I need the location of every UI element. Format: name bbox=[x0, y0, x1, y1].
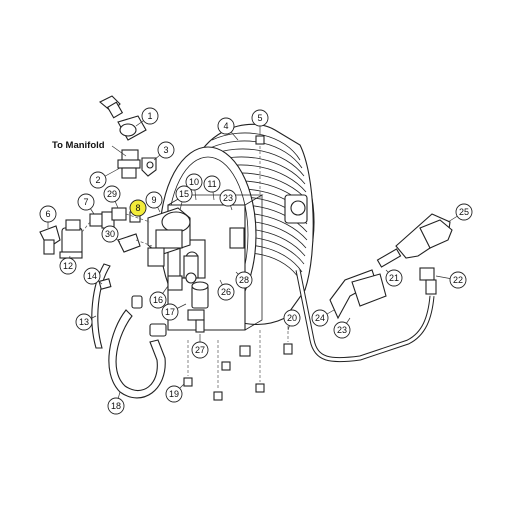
spray-gun-assembly bbox=[295, 213, 453, 363]
outlet-fittings bbox=[167, 275, 209, 333]
svg-text:12: 12 bbox=[63, 261, 73, 271]
svg-text:25: 25 bbox=[459, 207, 469, 217]
callout-19: 19 bbox=[165, 383, 185, 403]
svg-text:7: 7 bbox=[83, 197, 88, 207]
callout-group: 1 2 3 4 5 6 7 8 9 10 11 12 13 14 15 16 1… bbox=[39, 107, 473, 415]
svg-text:22: 22 bbox=[453, 275, 463, 285]
callout-22: 22 bbox=[435, 271, 467, 289]
callout-25: 25 bbox=[447, 203, 473, 223]
callout-1: 1 bbox=[135, 107, 159, 127]
svg-text:23: 23 bbox=[337, 325, 347, 335]
svg-text:18: 18 bbox=[111, 401, 121, 411]
callout-23-upper: 23 bbox=[219, 189, 237, 211]
callout-17: 17 bbox=[161, 303, 187, 321]
svg-text:9: 9 bbox=[151, 195, 156, 205]
callout-14: 14 bbox=[83, 267, 103, 285]
callout-11: 11 bbox=[203, 175, 221, 201]
svg-text:21: 21 bbox=[389, 273, 399, 283]
svg-text:5: 5 bbox=[257, 113, 262, 123]
svg-text:6: 6 bbox=[45, 209, 50, 219]
callout-10: 10 bbox=[185, 173, 203, 201]
callout-18: 18 bbox=[107, 391, 125, 415]
svg-text:2: 2 bbox=[95, 175, 100, 185]
svg-text:8: 8 bbox=[135, 203, 140, 213]
callout-6: 6 bbox=[39, 205, 57, 228]
callout-20: 20 bbox=[283, 309, 301, 331]
svg-text:14: 14 bbox=[87, 271, 97, 281]
svg-text:4: 4 bbox=[223, 121, 228, 131]
callout-13: 13 bbox=[75, 313, 97, 331]
svg-text:30: 30 bbox=[105, 229, 115, 239]
callout-4: 4 bbox=[217, 117, 239, 141]
callout-28: 28 bbox=[235, 271, 253, 289]
svg-text:24: 24 bbox=[315, 313, 325, 323]
svg-text:11: 11 bbox=[207, 179, 216, 189]
callout-21: 21 bbox=[385, 269, 403, 287]
svg-text:3: 3 bbox=[163, 145, 168, 155]
svg-text:23: 23 bbox=[223, 193, 233, 203]
supply-hose bbox=[91, 263, 167, 399]
inlet-fittings bbox=[39, 207, 153, 259]
svg-text:10: 10 bbox=[189, 177, 199, 187]
svg-text:27: 27 bbox=[195, 345, 205, 355]
callout-9: 9 bbox=[145, 191, 163, 213]
svg-text:28: 28 bbox=[239, 275, 249, 285]
fasteners bbox=[183, 135, 293, 401]
callout-27: 27 bbox=[191, 334, 209, 359]
svg-text:26: 26 bbox=[221, 287, 231, 297]
svg-text:13: 13 bbox=[79, 317, 89, 327]
svg-text:19: 19 bbox=[169, 389, 179, 399]
svg-text:29: 29 bbox=[107, 189, 117, 199]
callout-12: 12 bbox=[59, 255, 77, 275]
svg-text:17: 17 bbox=[165, 307, 175, 317]
svg-text:16: 16 bbox=[153, 295, 163, 305]
callout-15: 15 bbox=[175, 185, 193, 211]
svg-text:1: 1 bbox=[147, 111, 152, 121]
svg-text:15: 15 bbox=[179, 189, 189, 199]
callout-30: 30 bbox=[101, 225, 121, 243]
callout-2: 2 bbox=[89, 167, 121, 189]
callout-29: 29 bbox=[103, 185, 121, 209]
manifold-fittings bbox=[99, 95, 157, 179]
callout-23-lower: 23 bbox=[333, 317, 351, 339]
callout-24: 24 bbox=[311, 309, 335, 327]
manifold-label: To Manifold bbox=[52, 140, 105, 151]
callout-26: 26 bbox=[217, 279, 235, 301]
svg-text:20: 20 bbox=[287, 313, 297, 323]
callout-3: 3 bbox=[153, 141, 175, 161]
callout-5: 5 bbox=[251, 109, 269, 134]
callout-16: 16 bbox=[149, 285, 169, 309]
swivel-assembly bbox=[147, 207, 199, 284]
callout-8: 8 bbox=[129, 199, 147, 217]
callout-7: 7 bbox=[77, 193, 95, 215]
